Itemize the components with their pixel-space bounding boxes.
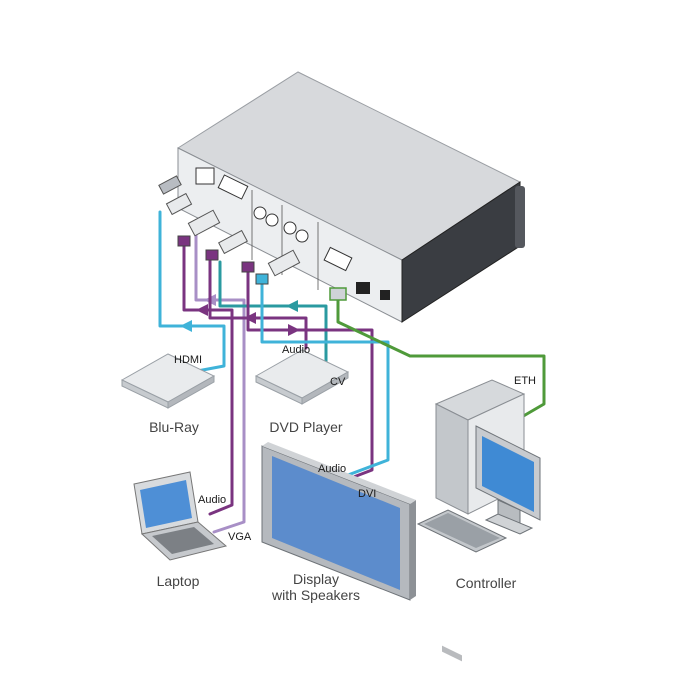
- laptop-label: Laptop: [157, 573, 200, 589]
- dvd-cv-arrow: [286, 300, 298, 312]
- bluray-label: Blu-Ray: [149, 419, 199, 435]
- dvd-label: DVD Player: [269, 419, 342, 435]
- display-label-line2: with Speakers: [271, 587, 360, 603]
- dvd-audio-label: Audio: [282, 344, 310, 356]
- display-audio-arrow: [288, 324, 300, 336]
- hdmi-cable: [158, 210, 226, 374]
- display-device: [261, 442, 416, 601]
- bluray-device: [120, 353, 216, 409]
- laptop-audio-label: Audio: [198, 494, 226, 506]
- cv-label: CV: [330, 376, 346, 388]
- laptop-device: [133, 471, 228, 561]
- switcher-unit: [176, 71, 525, 323]
- hdmi-arrow: [180, 320, 192, 332]
- dvd-device: [254, 349, 350, 405]
- dvi-label: DVI: [358, 488, 376, 500]
- dvi-cable: [260, 282, 390, 480]
- vga-label: VGA: [228, 531, 252, 543]
- eth-cable: [336, 294, 546, 420]
- controller-label: Controller: [456, 575, 517, 591]
- dvd-audio-cable: [208, 256, 308, 350]
- laptop-audio-arrow: [196, 304, 208, 316]
- display-audio-cable: [246, 270, 374, 488]
- vga-cable: [194, 230, 246, 534]
- eth-label: ETH: [514, 375, 536, 387]
- display-label-line1: Display: [293, 571, 339, 587]
- display-audio-label: Audio: [318, 463, 346, 475]
- hdmi-label: HDMI: [174, 354, 202, 366]
- dvd-audio-arrow: [244, 312, 256, 324]
- laptop-audio-cable: [182, 242, 234, 516]
- cable-plugs: [158, 175, 347, 301]
- controller-device: [416, 379, 541, 662]
